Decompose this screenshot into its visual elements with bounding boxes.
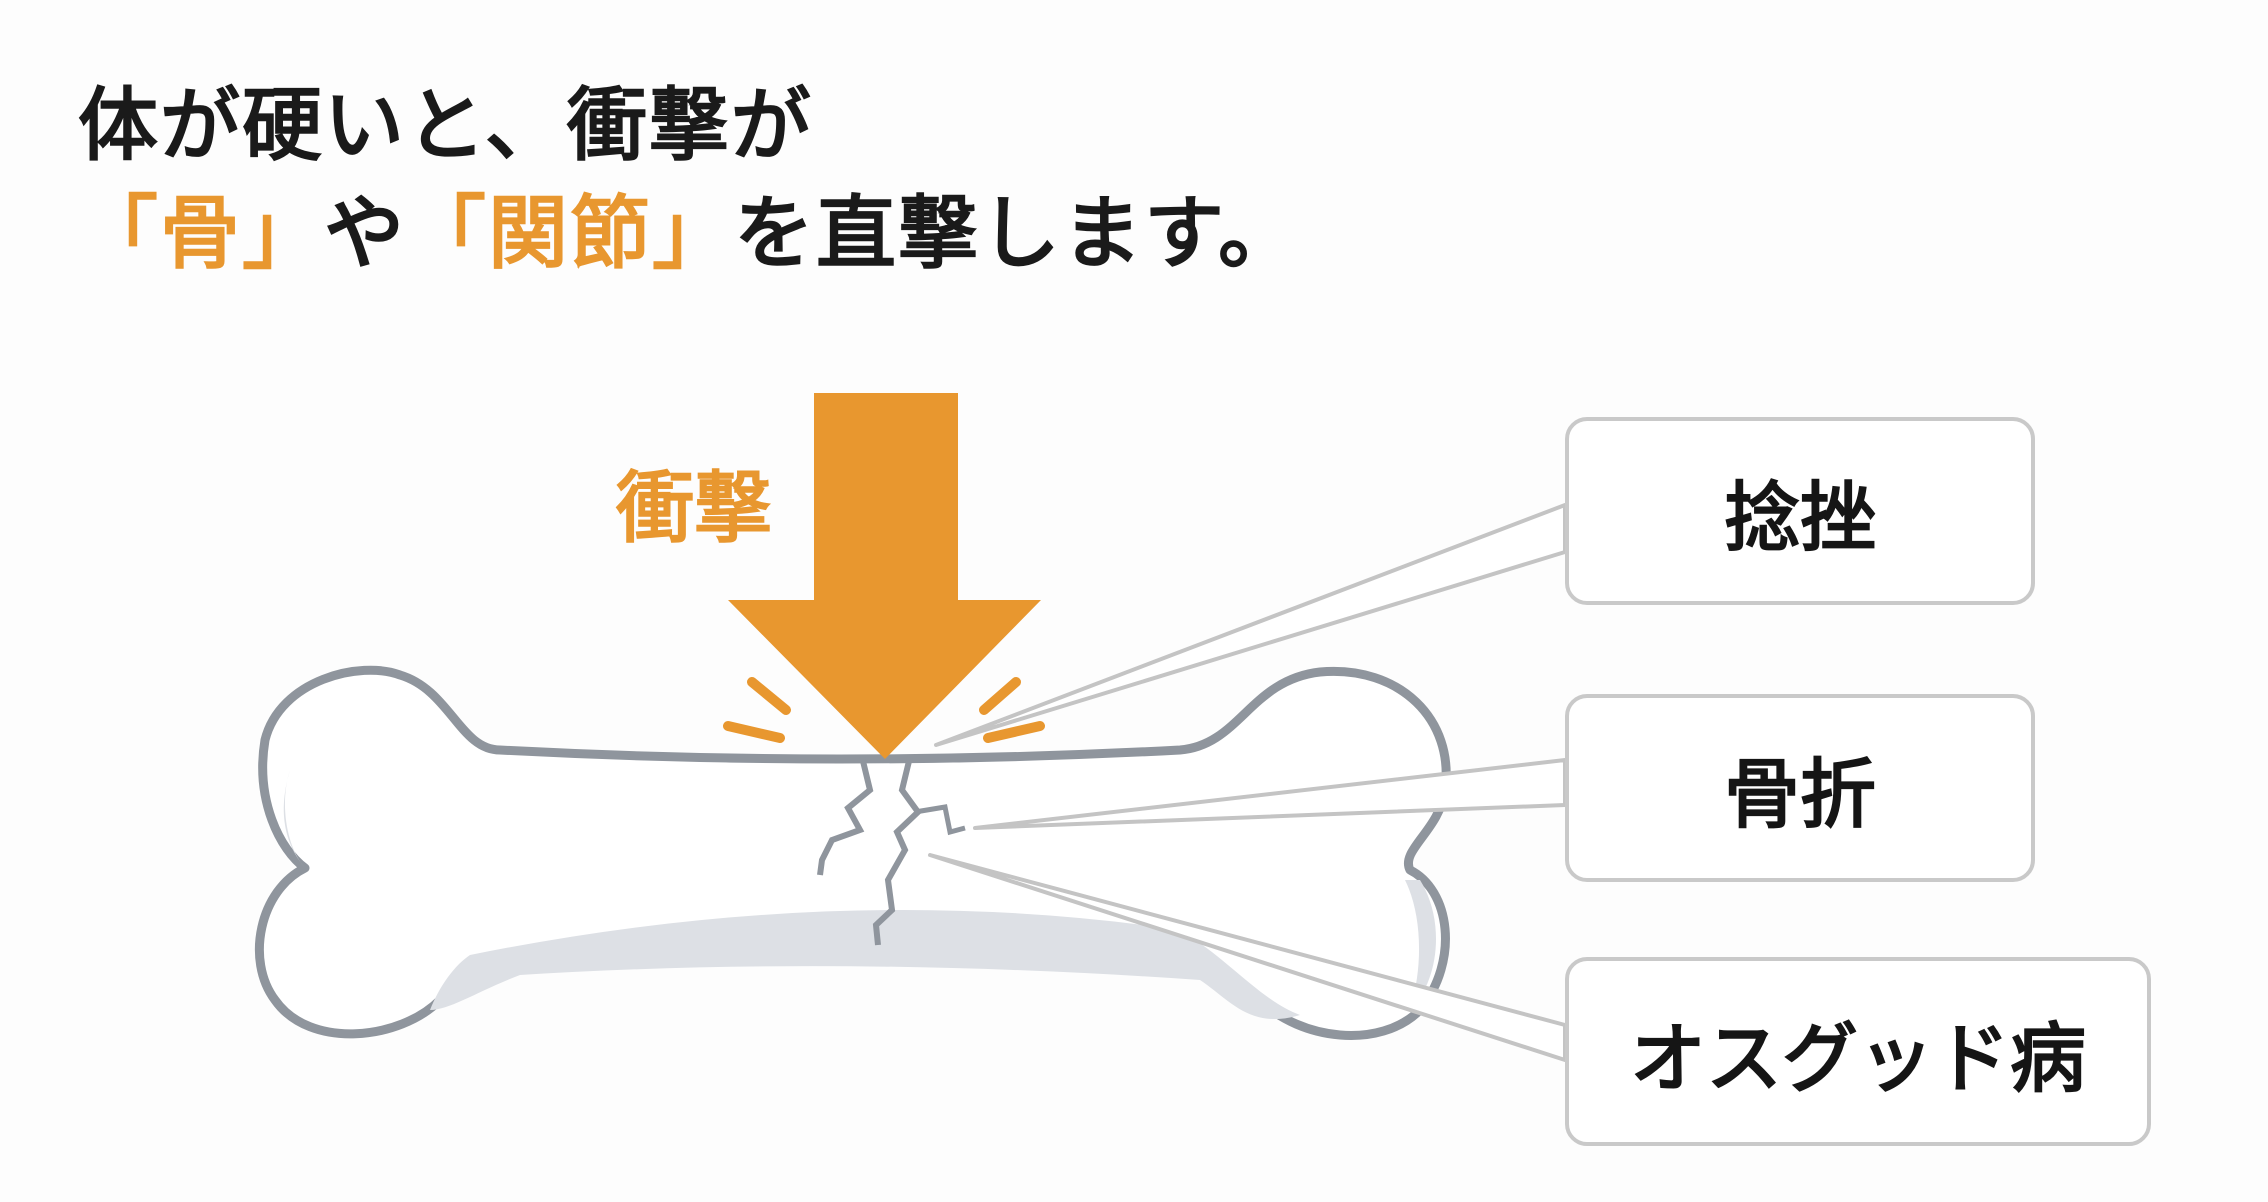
crack-icon xyxy=(817,756,874,876)
impact-label: 衝撃 xyxy=(616,464,773,554)
impact-burst-icon xyxy=(723,677,1045,743)
bone-icon xyxy=(254,665,1451,1040)
callout-label: 骨折 xyxy=(1724,750,1876,839)
heading-line-2: 「骨」や「関節」を直撃します。 xyxy=(78,194,1300,274)
callout-osgood: オスグッド病 xyxy=(1565,957,2151,1146)
heading-joint-highlight: 「関節」 xyxy=(406,187,734,280)
callout-label: 捻挫 xyxy=(1724,473,1876,562)
crack-line xyxy=(872,756,922,946)
heading-line-1: 体が硬いと、衝撃が xyxy=(78,79,813,172)
impact-arrow-icon xyxy=(728,393,1041,759)
callout-label: オスグッド病 xyxy=(1630,1013,2086,1103)
crack-branch xyxy=(914,804,966,836)
callout-fracture: 骨折 xyxy=(1565,694,2035,882)
heading-bone-highlight: 「骨」 xyxy=(78,187,324,280)
heading-suffix: を直撃します。 xyxy=(734,187,1300,280)
heading-connector: や xyxy=(324,187,406,280)
callout-sprain: 捻挫 xyxy=(1565,417,2035,605)
